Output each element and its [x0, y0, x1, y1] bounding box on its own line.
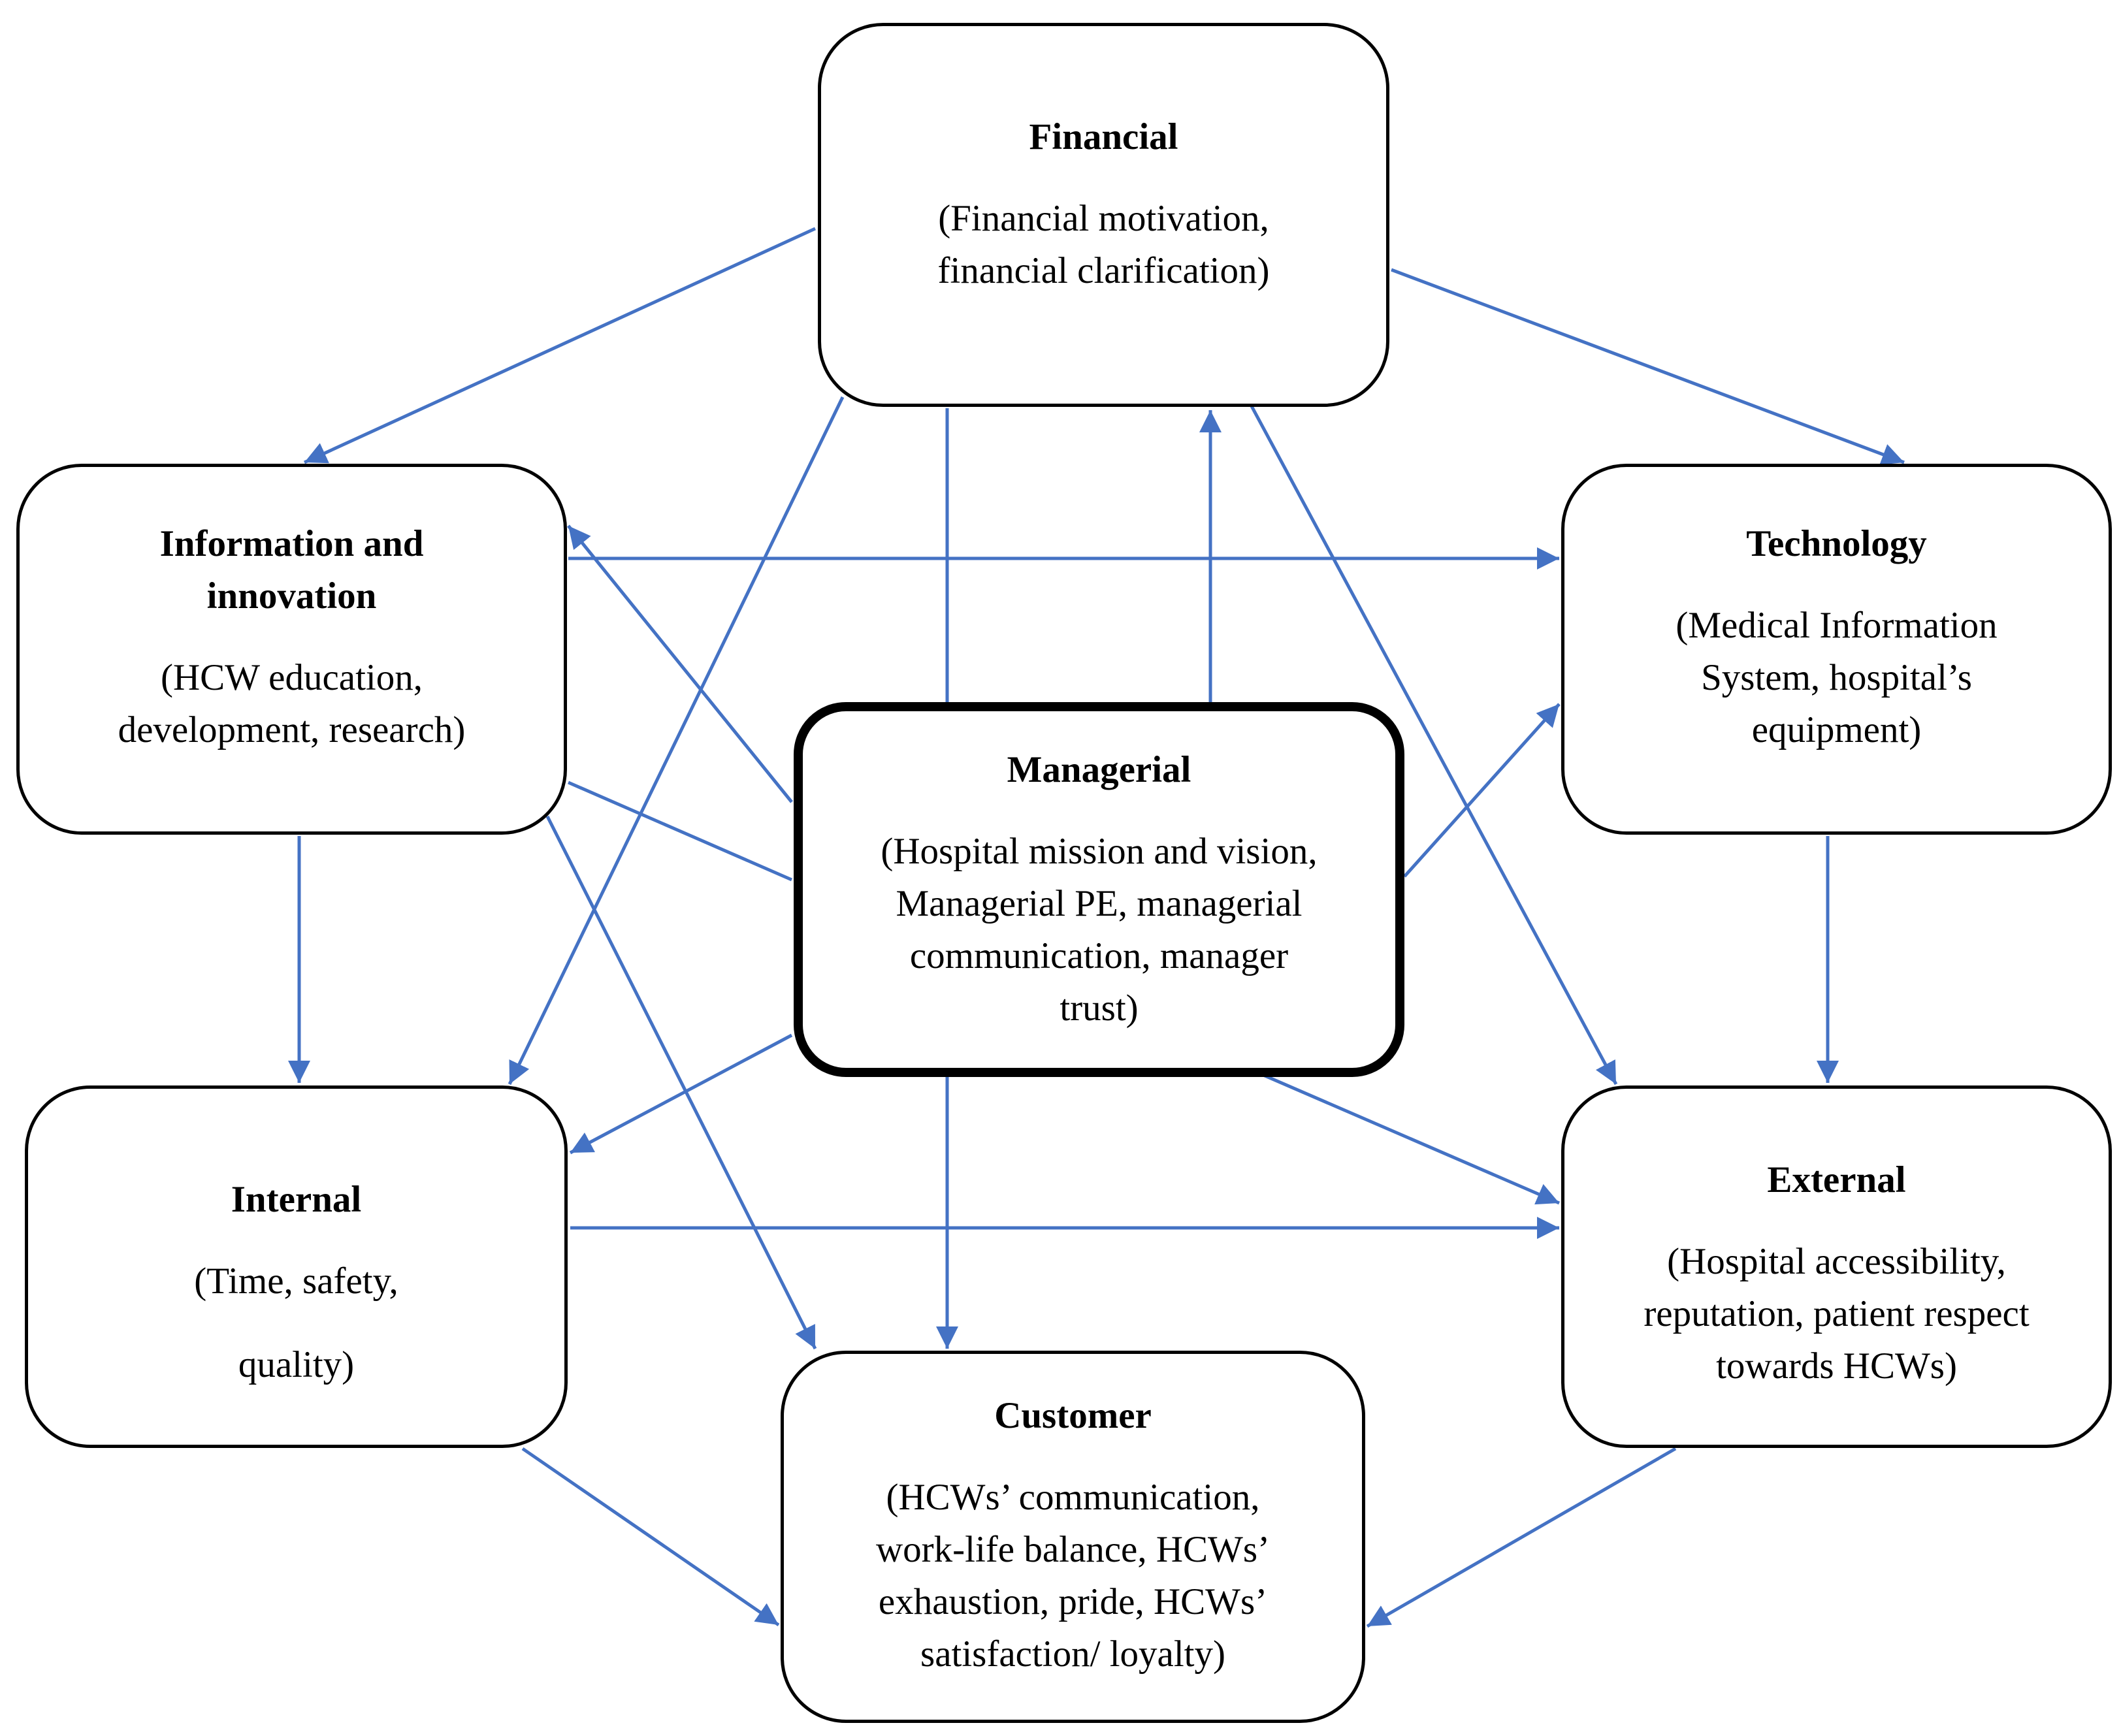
node-customer: Customer (HCWs’ communication, work-life…: [781, 1351, 1365, 1723]
node-information-and-innovation: Information and innovation (HCW educatio…: [16, 464, 567, 835]
node-managerial-desc-line: communication, manager: [909, 935, 1289, 976]
arrow-managerial-internal: [569, 1033, 793, 1155]
arrow-internal-customer: [521, 1447, 780, 1627]
arrow-financial-external: [1249, 404, 1618, 1085]
node-technology-desc-line: (Medical Information: [1676, 605, 1998, 646]
node-technology-title: Technology: [1746, 523, 1927, 564]
arrow-financial-technology: [1391, 268, 1905, 465]
node-managerial-desc: (Hospital mission and vision, Managerial…: [803, 826, 1395, 1035]
node-managerial: Managerial (Hospital mission and vision,…: [794, 702, 1404, 1077]
node-external-desc: (Hospital accessibility, reputation, pat…: [1564, 1236, 2109, 1392]
node-external-desc-line: (Hospital accessibility,: [1667, 1241, 2006, 1282]
node-external-title: External: [1767, 1159, 1906, 1200]
node-info-desc-line: (HCW education,: [160, 657, 423, 698]
node-customer-desc-line: (HCWs’ communication,: [886, 1477, 1260, 1518]
node-financial-desc: (Financial motivation, financial clarifi…: [821, 193, 1386, 297]
node-financial: Financial (Financial motivation, financi…: [818, 23, 1389, 407]
node-customer-desc-line: satisfaction/ loyalty): [920, 1633, 1225, 1675]
node-internal-title: Internal: [231, 1179, 362, 1220]
arrow-managerial-technology: [1403, 703, 1561, 878]
node-customer-desc-line: work-life balance, HCWs’: [875, 1529, 1270, 1570]
node-financial-desc-line: financial clarification): [937, 250, 1270, 291]
node-managerial-desc-line: trust): [1060, 988, 1139, 1029]
node-info-desc-line: development, research): [118, 709, 466, 750]
node-customer-desc-line: exhaustion, pride, HCWs’: [878, 1581, 1268, 1622]
node-info-title-line: innovation: [206, 575, 377, 617]
node-technology-desc-line: System, hospital’s: [1701, 657, 1972, 698]
arrow-financial-info: [303, 227, 817, 464]
arrow-financial-internal: [508, 396, 845, 1085]
arrow-info-customer: [545, 815, 817, 1350]
node-info-title: Information and innovation: [20, 518, 564, 622]
node-technology-desc-line: equipment): [1751, 709, 1922, 750]
node-financial-desc-line: (Financial motivation,: [938, 198, 1269, 239]
node-managerial-title: Managerial: [1007, 749, 1191, 790]
node-external: External (Hospital accessibility, reputa…: [1561, 1085, 2112, 1448]
node-managerial-desc-line: (Hospital mission and vision,: [881, 831, 1318, 872]
node-technology: Technology (Medical Information System, …: [1561, 464, 2112, 835]
node-technology-desc: (Medical Information System, hospital’s …: [1564, 600, 2109, 756]
node-customer-desc: (HCWs’ communication, work-life balance,…: [784, 1471, 1362, 1680]
arrow-info-managerial: [568, 780, 792, 882]
node-internal: Internal (Time, safety, quality): [25, 1085, 568, 1448]
node-customer-title: Customer: [994, 1395, 1152, 1436]
node-internal-desc: (Time, safety, quality): [28, 1255, 564, 1391]
node-info-desc: (HCW education, development, research): [20, 652, 564, 756]
arrow-managerial-info: [567, 524, 793, 803]
node-external-desc-line: towards HCWs): [1716, 1345, 1957, 1387]
node-financial-title: Financial: [1029, 116, 1178, 157]
node-info-title-line: Information and: [159, 523, 424, 564]
node-internal-desc-line: quality): [238, 1344, 355, 1385]
arrow-managerial-external: [1254, 1069, 1560, 1205]
node-internal-desc-line: (Time, safety,: [194, 1261, 398, 1302]
node-managerial-desc-line: Managerial PE, managerial: [896, 883, 1303, 924]
node-external-desc-line: reputation, patient respect: [1643, 1293, 2030, 1334]
arrow-external-customer: [1366, 1447, 1677, 1628]
